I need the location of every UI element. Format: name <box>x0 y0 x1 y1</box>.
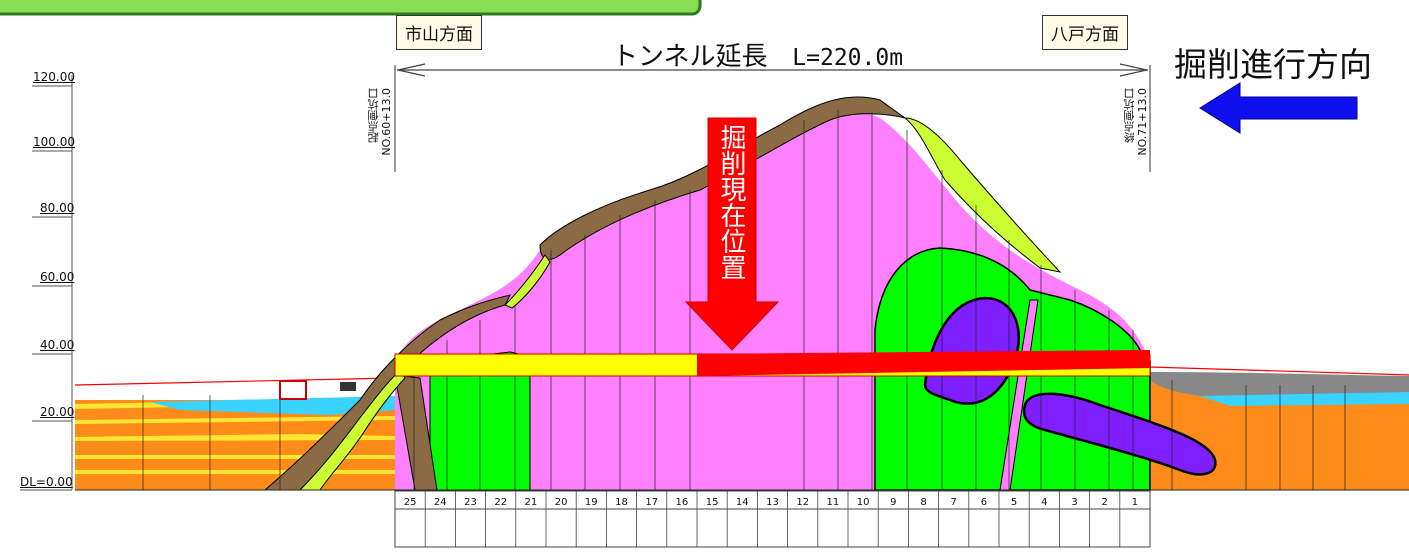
segment-number: 1 <box>1132 497 1138 508</box>
portal-structure-left <box>279 380 307 400</box>
y-tick-40: 40.00 <box>40 338 75 352</box>
tunnel-length-value: L=220.0m <box>792 45 904 71</box>
segment-number: 11 <box>827 497 840 508</box>
y-tick-datum: DL=0.00 <box>20 475 73 489</box>
current-position-arrow <box>684 117 780 351</box>
y-tick-100: 100.00 <box>33 135 75 149</box>
end-station-label: NO.71+13.0 <box>1136 88 1149 156</box>
weathered-layer-right <box>903 117 1062 273</box>
segment-number: 13 <box>766 497 779 508</box>
left-direction-label: 市山方面 <box>396 15 482 50</box>
y-axis-ticks <box>20 85 72 491</box>
segment-number: 4 <box>1041 497 1047 508</box>
y-tick-20: 20.00 <box>40 405 75 419</box>
current-position-label: 掘削現在位置 <box>716 124 746 280</box>
segment-number: 24 <box>434 497 447 508</box>
y-tick-60: 60.00 <box>40 270 75 284</box>
title-tab <box>0 0 702 16</box>
topsoil-layer <box>539 96 906 260</box>
excavation-direction-label: 掘削進行方向 <box>1174 45 1372 84</box>
purple-intrusion-upper <box>923 296 1020 405</box>
segment-number: 14 <box>736 497 749 508</box>
start-station-label: NO.60+13.0 <box>380 88 393 156</box>
segment-number: 17 <box>645 497 658 508</box>
segment-number: 9 <box>890 497 896 508</box>
segment-number: 7 <box>951 497 957 508</box>
excavation-direction-arrow <box>1199 82 1358 134</box>
segment-number: 6 <box>981 497 987 508</box>
segment-number: 21 <box>525 497 538 508</box>
segment-number: 15 <box>706 497 719 508</box>
tunnel-excavated <box>697 350 1150 376</box>
tunnel-length-title: トンネル延長 L=220.0m <box>612 36 903 73</box>
segment-number: 10 <box>857 497 870 508</box>
segment-number: 23 <box>464 497 477 508</box>
segment-number: 22 <box>494 497 507 508</box>
tunnel-progress-bar <box>394 350 1151 377</box>
y-tick-120: 120.00 <box>33 70 75 84</box>
segment-number: 20 <box>555 497 568 508</box>
portal-structure-small <box>340 382 356 391</box>
segment-number: 19 <box>585 497 598 508</box>
segment-number: 5 <box>1011 497 1017 508</box>
segment-number: 3 <box>1071 497 1077 508</box>
segment-number: 16 <box>676 497 689 508</box>
purple-intrusion-lower <box>1022 392 1217 476</box>
section-grid-lines <box>142 110 1346 490</box>
segment-number: 12 <box>796 497 809 508</box>
segment-number: 18 <box>615 497 628 508</box>
segment-number: 2 <box>1102 497 1108 508</box>
tunnel-length-dimension <box>397 63 1148 77</box>
segment-number: 8 <box>920 497 926 508</box>
y-tick-80: 80.00 <box>40 201 75 215</box>
segment-number: 25 <box>404 497 417 508</box>
tunnel-length-text: トンネル延長 <box>612 42 768 72</box>
right-direction-label: 八戸方面 <box>1042 15 1128 50</box>
